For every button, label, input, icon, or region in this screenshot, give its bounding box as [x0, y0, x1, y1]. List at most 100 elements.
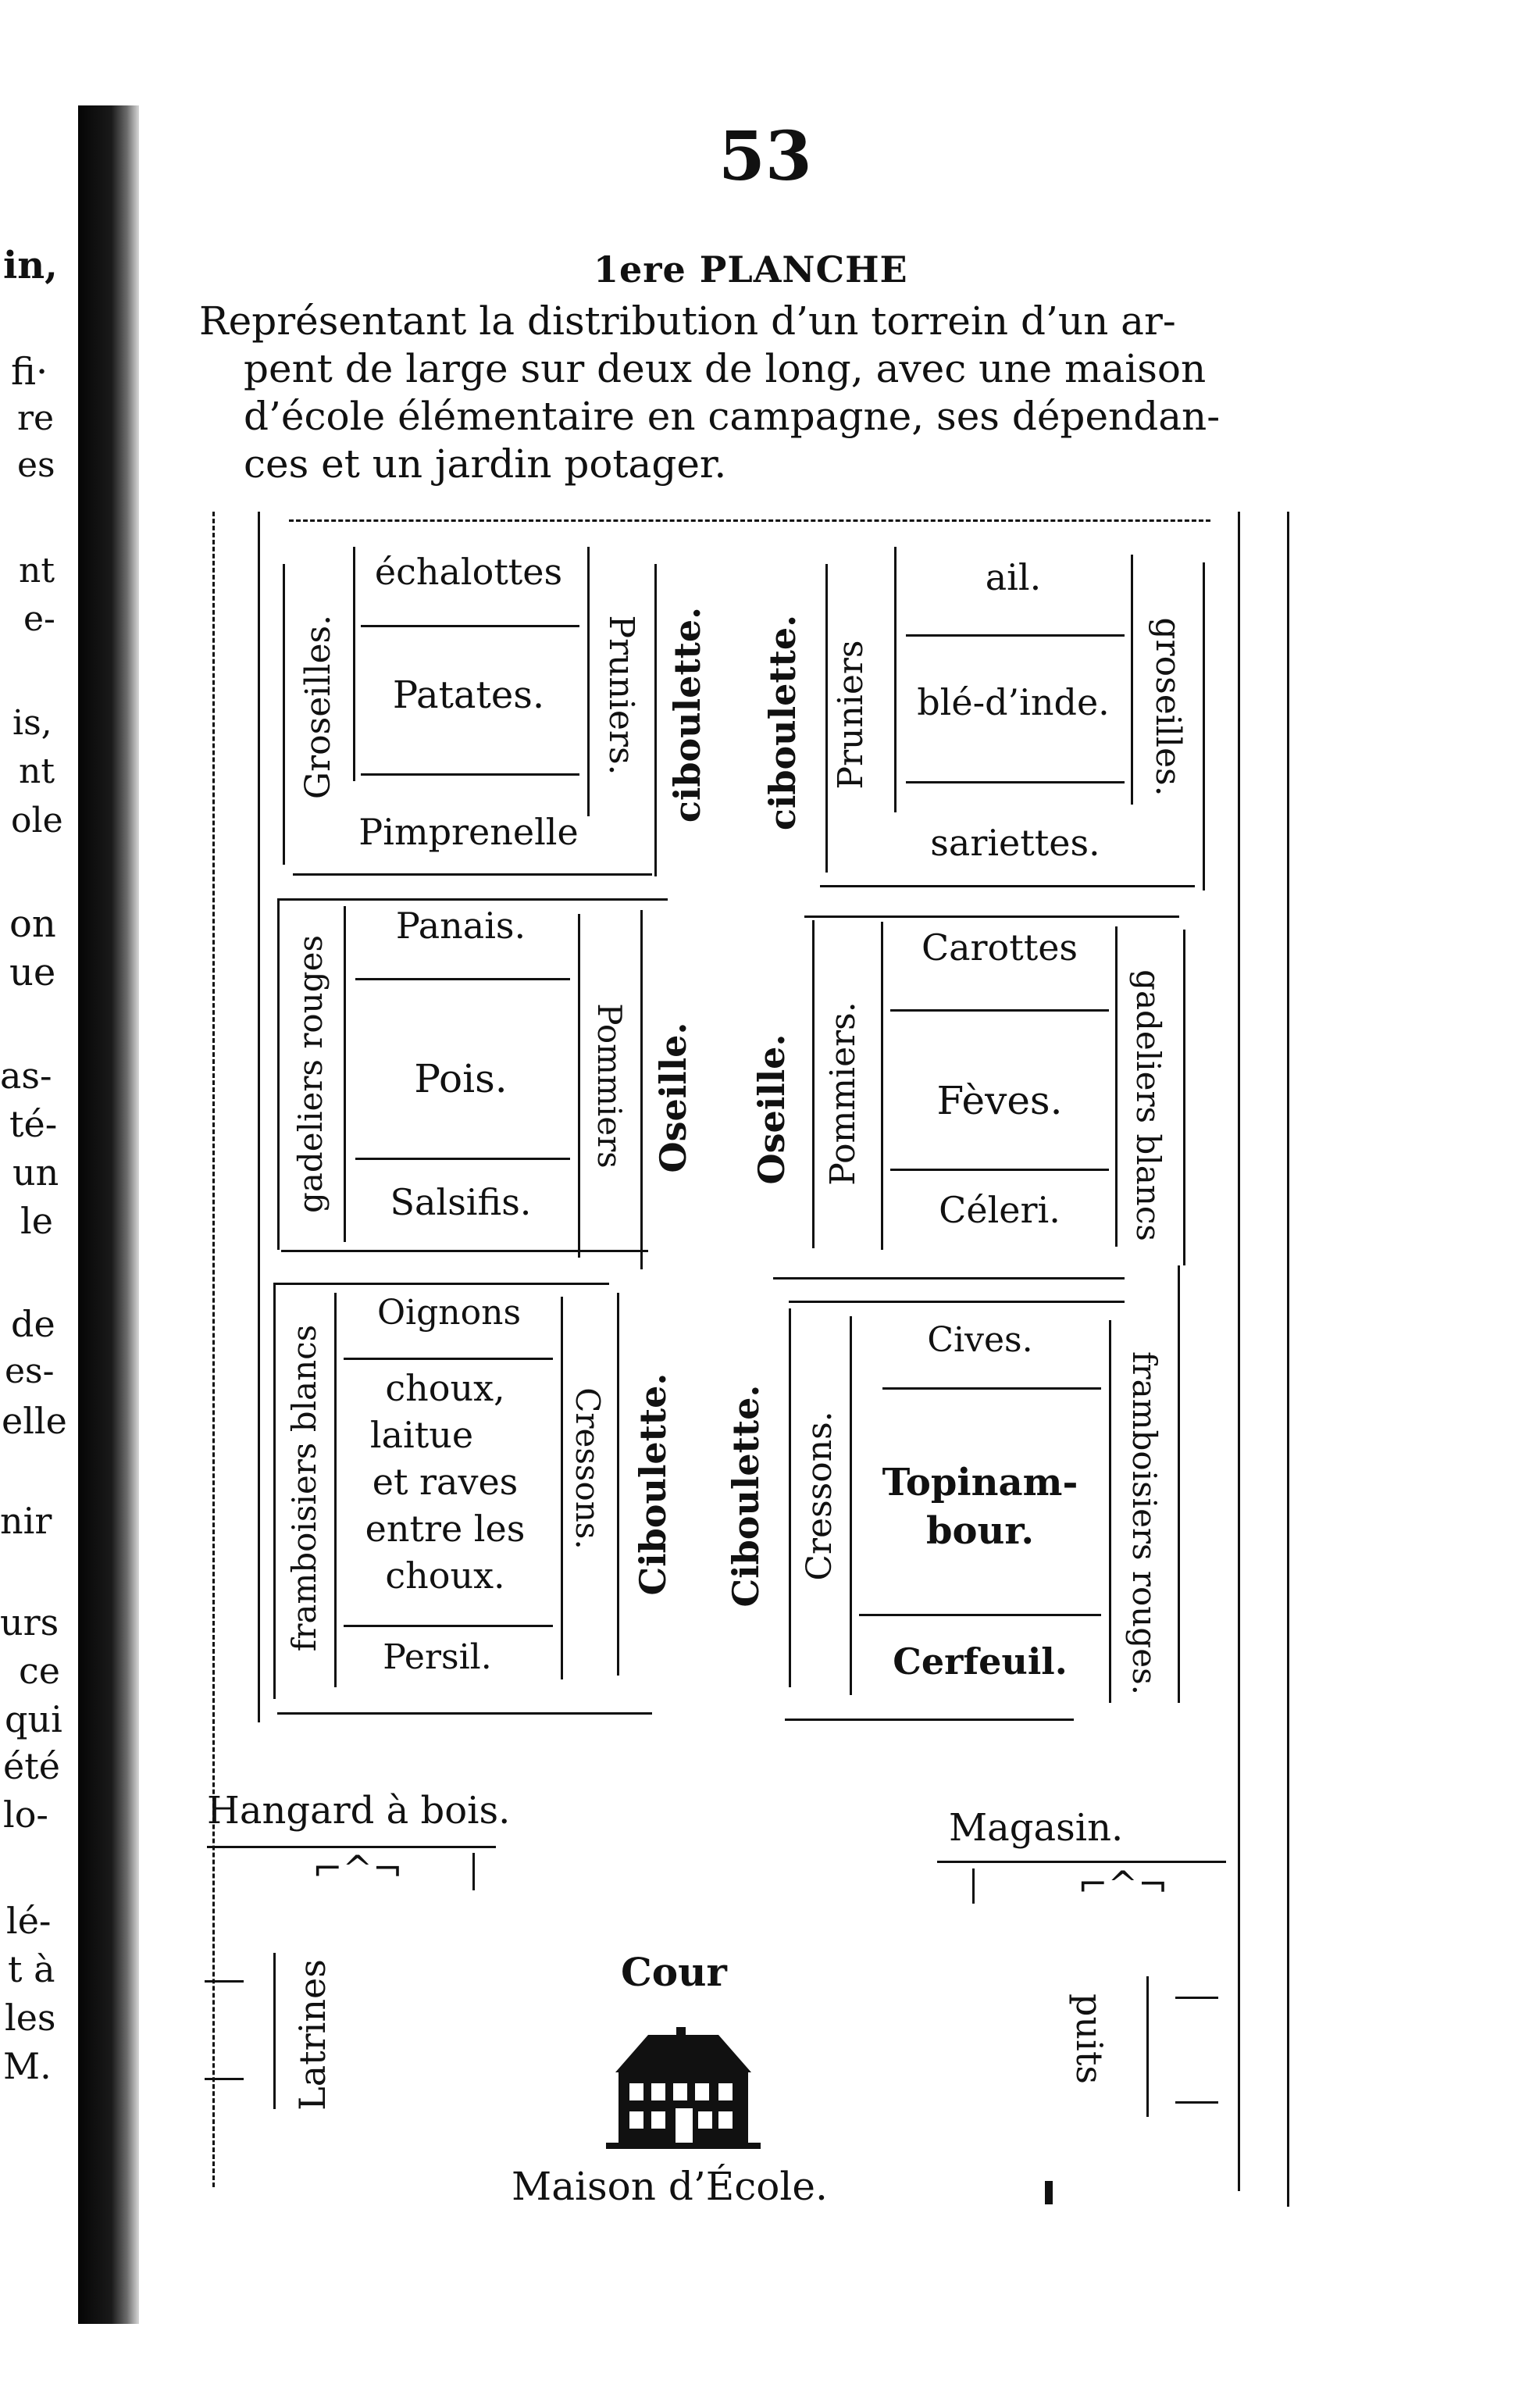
school-house-icon [606, 2027, 761, 2149]
store-label: Magasin. [949, 1806, 1124, 1850]
margin-fragment: ce [19, 1650, 60, 1692]
plot-line [773, 1277, 1125, 1280]
plot-line [617, 1293, 619, 1676]
plot-line [361, 773, 579, 776]
plot-2-middle: blé-d’inde. [917, 681, 1110, 723]
plot-line [344, 906, 346, 1242]
margin-fragment: un [12, 1151, 59, 1194]
plot-line [587, 547, 590, 816]
latrines-dash [205, 2078, 244, 2080]
plot-line [344, 1625, 553, 1627]
plot-line [906, 781, 1125, 783]
margin-fragment: été [3, 1745, 60, 1787]
margin-fragment: ole [11, 801, 63, 841]
plot-1-top: échalottes [374, 551, 563, 593]
plot-line [1109, 1320, 1111, 1703]
margin-fragment: urs [0, 1601, 59, 1644]
plot-line [1131, 555, 1133, 805]
plot-line [277, 898, 280, 1250]
margin-fragment: les [5, 1997, 56, 2039]
description-line: ces et un jardin potager. [244, 441, 727, 487]
plot-line [293, 873, 652, 876]
margin-fragment: fi· [11, 350, 48, 394]
plot-line [825, 564, 828, 873]
latrines-label: Latrines [291, 1959, 333, 2111]
plot-line [894, 547, 897, 812]
margin-fragment: lé- [6, 1900, 52, 1942]
plot-line [277, 1712, 652, 1715]
plot-line [561, 1297, 563, 1679]
plot-line [789, 1301, 1125, 1303]
plot-1-middle: Patates. [392, 673, 545, 717]
well-dash [1175, 1997, 1218, 1999]
plot-line [277, 898, 668, 901]
plot-line [283, 564, 285, 865]
plate-heading: 1ere PLANCHE [594, 248, 908, 291]
plot-6-middle-1: Topinam- [882, 1461, 1078, 1504]
plot-line [355, 1158, 570, 1160]
plot-5-middle-1: choux, [385, 1367, 505, 1409]
woodshed-post [472, 1853, 475, 1890]
margin-fragment: qui [5, 1698, 62, 1740]
margin-fragment: in, [3, 244, 58, 287]
margin-fragment: as- [0, 1055, 52, 1097]
plot-line [334, 1293, 337, 1687]
well-dash [1175, 2101, 1218, 2104]
margin-fragment: ue [9, 951, 56, 994]
plot-3-top: Panais. [395, 905, 526, 947]
well-wall [1146, 1976, 1149, 2117]
margin-fragment: nir [0, 1500, 52, 1542]
margin-fragment: lo- [3, 1793, 48, 1836]
plot-line [344, 1358, 553, 1360]
plot-5-outer: Ciboulette. [632, 1372, 674, 1596]
plot-line [859, 1614, 1101, 1616]
plot-5-right: Cressons. [569, 1387, 607, 1550]
plot-line [881, 922, 883, 1250]
woodshed-label: Hangard à bois. [207, 1789, 511, 1833]
store-line [937, 1861, 1226, 1863]
margin-fragment: nt [19, 551, 55, 591]
description-line: d’école élémentaire en campagne, ses dép… [244, 394, 1221, 439]
woodshed-line [207, 1846, 496, 1848]
plot-line [850, 1316, 852, 1695]
margin-fragment: t à [8, 1948, 55, 1990]
plot-5-middle-4: entre les [365, 1508, 526, 1550]
book-spine [78, 105, 139, 2324]
plot-line [273, 1283, 609, 1285]
plot-5-middle-3: et raves [372, 1461, 519, 1503]
latrines-wall [273, 1953, 276, 2109]
outer-left-line-inner [258, 512, 260, 1722]
margin-fragment: es- [5, 1351, 55, 1391]
margin-fragment: té- [9, 1103, 58, 1145]
top-border [289, 519, 1210, 522]
plot-line [812, 920, 815, 1248]
plot-line [785, 1719, 1074, 1721]
plot-2-bottom: sariettes. [930, 822, 1100, 864]
plot-line [281, 1250, 648, 1252]
plot-line [804, 915, 1179, 918]
plot-line [890, 1169, 1109, 1171]
plot-6-right: framboisiers rouges. [1125, 1351, 1164, 1695]
plot-line [1115, 926, 1118, 1247]
plot-6-outer: Ciboulette. [725, 1384, 767, 1608]
outer-left-line [212, 512, 215, 2187]
plot-3-middle: Pois. [414, 1056, 508, 1101]
plot-4-bottom: Céleri. [939, 1189, 1061, 1231]
plot-3-left: gadeliers rouges [291, 934, 330, 1214]
plot-line [820, 885, 1195, 887]
plot-5-bottom: Persil. [383, 1637, 492, 1677]
plot-3-bottom: Salsifis. [390, 1181, 532, 1223]
margin-fragment: es [17, 445, 55, 485]
plot-2-top: ail. [985, 556, 1042, 598]
plot-line [640, 910, 643, 1269]
store-door-mark: ⌐^¬ [1078, 1863, 1168, 1905]
ink-mark [1045, 2181, 1053, 2204]
margin-fragment: M. [3, 2045, 52, 2087]
plot-line [1178, 1265, 1180, 1703]
plot-line [906, 634, 1125, 637]
margin-fragment: de [11, 1303, 55, 1345]
plot-6-bottom: Cerfeuil. [893, 1640, 1068, 1683]
plot-4-right: gadeliers blancs [1129, 969, 1167, 1241]
well-label: puits [1068, 1993, 1110, 2084]
plot-line [361, 625, 579, 627]
